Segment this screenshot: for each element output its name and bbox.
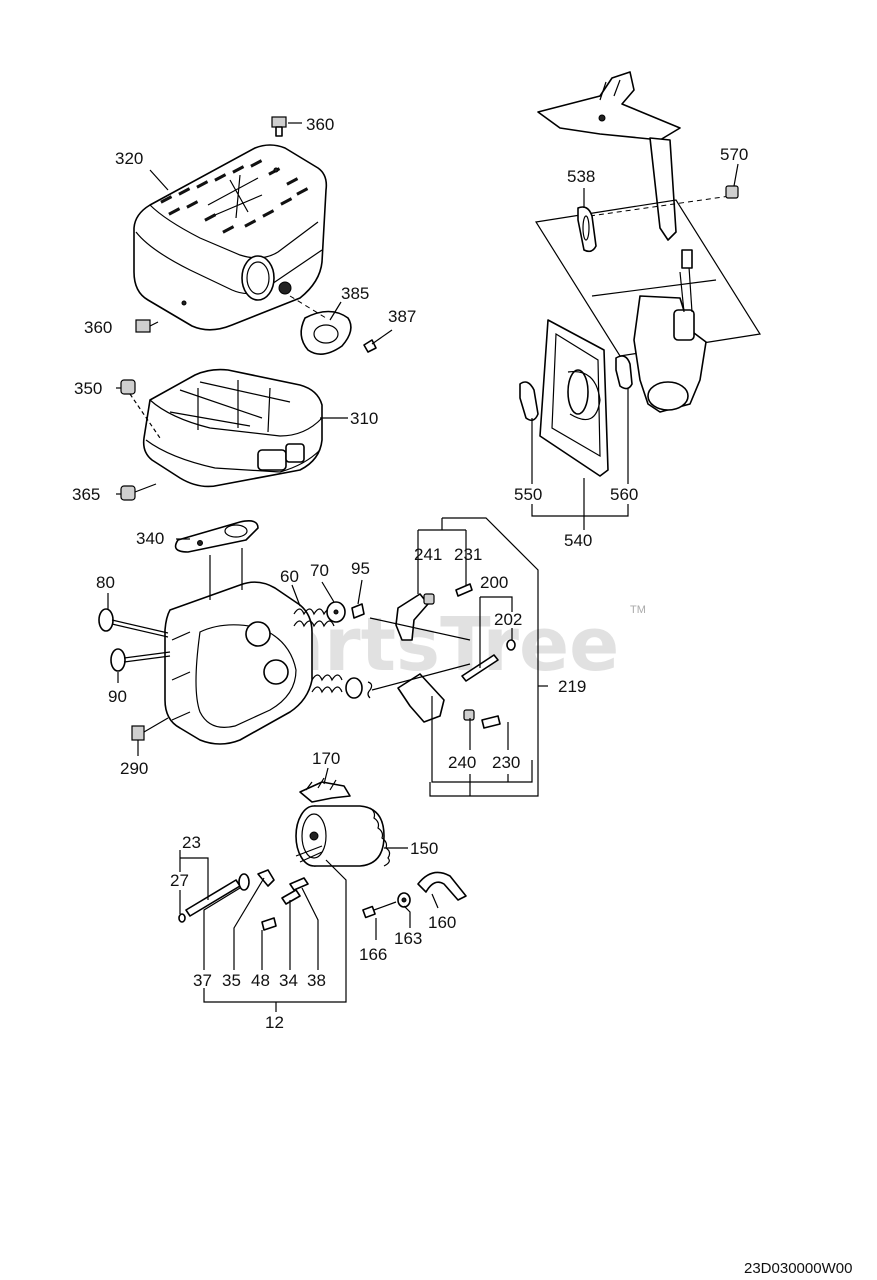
label-34: 34 bbox=[279, 971, 298, 990]
label-80: 80 bbox=[96, 573, 115, 592]
label-200: 200 bbox=[480, 573, 508, 592]
clip-27 bbox=[178, 913, 186, 923]
label-150: 150 bbox=[410, 839, 438, 858]
keeper-95 bbox=[351, 603, 373, 699]
label-12: 12 bbox=[265, 1013, 284, 1032]
trademark-mark: TM bbox=[630, 604, 646, 616]
label-202: 202 bbox=[494, 610, 522, 629]
label-230: 230 bbox=[492, 753, 520, 772]
shaft-23 bbox=[185, 873, 250, 917]
bolt-290 bbox=[131, 717, 169, 741]
muffler-cover-320 bbox=[133, 144, 328, 331]
bracket-170 bbox=[299, 777, 351, 803]
label-38: 38 bbox=[307, 971, 326, 990]
bolt-360-bottom bbox=[135, 319, 159, 333]
screw-387 bbox=[363, 329, 393, 353]
label-290: 290 bbox=[120, 759, 148, 778]
label-23: 23 bbox=[182, 833, 201, 852]
bolt-365 bbox=[120, 483, 157, 501]
bolt-360-top bbox=[271, 116, 287, 137]
label-310: 310 bbox=[350, 409, 378, 428]
cylinder-head bbox=[164, 548, 313, 745]
retainer-70 bbox=[326, 601, 363, 699]
label-360-bottom: 360 bbox=[84, 318, 112, 337]
label-90: 90 bbox=[108, 687, 127, 706]
gasket-560 bbox=[615, 355, 633, 390]
insulator-540 bbox=[539, 319, 609, 477]
guide-160 bbox=[417, 871, 467, 901]
leader-lines bbox=[107, 163, 739, 1012]
label-70: 70 bbox=[310, 561, 329, 580]
carburetor bbox=[633, 249, 707, 413]
label-550: 550 bbox=[514, 485, 542, 504]
label-350: 350 bbox=[74, 379, 102, 398]
valve-80 bbox=[98, 608, 169, 638]
label-240: 240 bbox=[448, 753, 476, 772]
clip-202 bbox=[506, 639, 516, 651]
nut-241 bbox=[423, 593, 435, 605]
adjuster-230 bbox=[481, 715, 501, 729]
label-95: 95 bbox=[351, 559, 370, 578]
label-48: 48 bbox=[251, 971, 270, 990]
gasket-538 bbox=[577, 206, 597, 253]
diagram-code: 23D030000W00 bbox=[744, 1260, 852, 1277]
label-570: 570 bbox=[720, 145, 748, 164]
label-37: 37 bbox=[193, 971, 212, 990]
nut-350 bbox=[120, 379, 136, 395]
label-231: 231 bbox=[454, 545, 482, 564]
part-labels: 360 320 360 385 387 350 310 365 340 80 9… bbox=[72, 115, 748, 1032]
label-387: 387 bbox=[388, 307, 416, 326]
adjuster-231 bbox=[455, 583, 473, 597]
label-241: 241 bbox=[414, 545, 442, 564]
label-27: 27 bbox=[170, 871, 189, 890]
governor-parts-12 bbox=[257, 845, 323, 931]
label-365: 365 bbox=[72, 485, 100, 504]
label-166: 166 bbox=[359, 945, 387, 964]
valve-90 bbox=[110, 648, 171, 672]
label-538: 538 bbox=[567, 167, 595, 186]
nut-163 bbox=[397, 892, 411, 908]
flywheel-150 bbox=[295, 805, 391, 867]
label-60: 60 bbox=[280, 567, 299, 586]
gasket-340 bbox=[174, 520, 259, 553]
label-170: 170 bbox=[312, 749, 340, 768]
gasket-385 bbox=[300, 310, 352, 355]
label-540: 540 bbox=[564, 531, 592, 550]
label-160: 160 bbox=[428, 913, 456, 932]
label-219: 219 bbox=[558, 677, 586, 696]
label-35: 35 bbox=[222, 971, 241, 990]
label-320: 320 bbox=[115, 149, 143, 168]
nut-240 bbox=[463, 709, 475, 721]
label-385: 385 bbox=[341, 284, 369, 303]
muffler-310 bbox=[142, 368, 323, 488]
gasket-550 bbox=[519, 381, 539, 422]
label-340: 340 bbox=[136, 529, 164, 548]
throttle-bracket bbox=[537, 71, 681, 241]
label-360-top: 360 bbox=[306, 115, 334, 134]
label-163: 163 bbox=[394, 929, 422, 948]
label-560: 560 bbox=[610, 485, 638, 504]
bolt-166 bbox=[362, 901, 397, 919]
screw-570 bbox=[725, 185, 739, 199]
